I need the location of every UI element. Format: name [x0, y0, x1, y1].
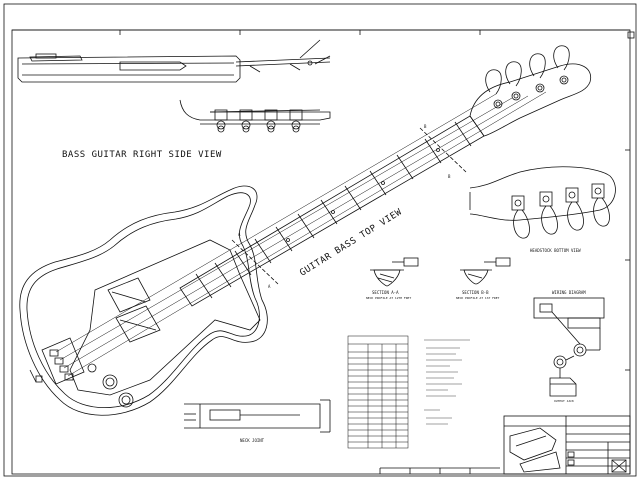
section-markers: A A B B: [238, 124, 451, 289]
wiring-diagram-title: WIRING DIAGRAM: [552, 290, 586, 295]
headstock-bottom-view-label: HEADSTOCK BOTTOM VIEW: [530, 248, 581, 253]
title-block: [503, 415, 631, 475]
top-view-title: GUITAR BASS TOP VIEW: [298, 207, 404, 278]
spec-table: [347, 335, 409, 449]
pickups: [107, 277, 161, 343]
control-knobs: [87, 363, 134, 408]
section-a-profile: [370, 257, 419, 287]
bridge: [41, 337, 85, 385]
headstock-bottom-view: [469, 166, 616, 239]
section-a-subtitle: NECK PROFILE AT 12TH FRET: [366, 296, 411, 300]
section-b-title: SECTION B-B: [462, 290, 489, 295]
marker-b-top: B: [424, 124, 427, 129]
strings: [55, 91, 547, 377]
marker-b-bottom: B: [448, 174, 451, 179]
sheet-border: [3, 3, 637, 477]
section-cut-lines: [231, 127, 467, 285]
section-b-subtitle: NECK PROFILE AT 1ST FRET: [456, 296, 500, 300]
output-jack-label: OUTPUT JACK: [554, 399, 574, 403]
notes-block: [424, 339, 470, 425]
side-view-title: BASS GUITAR RIGHT SIDE VIEW: [62, 150, 222, 160]
headstock-side-detail: [179, 99, 331, 133]
marker-a-bottom: A: [268, 284, 271, 289]
marker-a-top: A: [238, 232, 241, 237]
wiring-diagram: [533, 297, 605, 397]
neck-joint-detail: [184, 399, 331, 433]
tuning-pegs: [485, 45, 570, 95]
headstock: [469, 63, 592, 137]
side-view: [17, 39, 331, 83]
section-a-title: SECTION A-A: [372, 290, 399, 295]
section-b-profile: [460, 257, 511, 285]
neck-joint-label: NECK JOINT: [240, 438, 265, 443]
